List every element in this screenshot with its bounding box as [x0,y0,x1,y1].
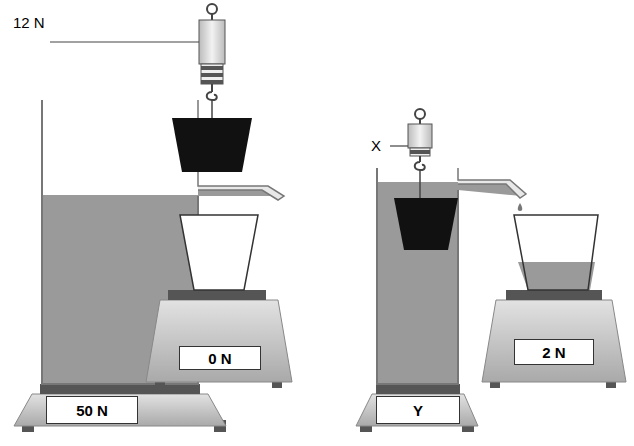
scale-reading: Y [413,402,423,419]
water-drop [518,203,523,211]
scale-display: 50 N [46,396,138,424]
scale-display: 0 N [179,346,261,370]
right-spring-balance [390,109,432,198]
left-spring-balance [50,4,225,118]
scale-display: 2 N [514,339,594,365]
force-label: 12 N [12,14,46,31]
left-small-scale [146,215,292,388]
scale-reading: 0 N [208,350,231,367]
metal-block [394,198,458,250]
leader-line [50,41,199,42]
metal-block [172,118,252,172]
force-label: X [370,137,382,154]
scale-display: Y [376,396,460,424]
right-small-scale [482,215,626,388]
scale-reading: 2 N [542,344,565,361]
right-balance-scale [356,384,478,432]
scale-reading: 50 N [76,402,108,419]
leader-line [390,145,408,146]
left-balance-scale [14,384,226,432]
